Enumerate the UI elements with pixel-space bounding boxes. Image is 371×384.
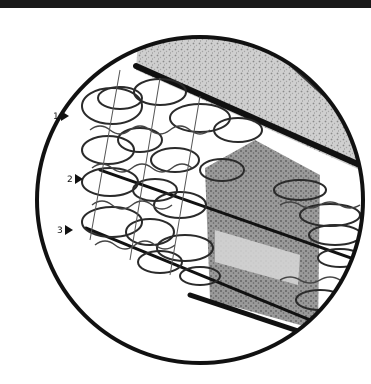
callout-label-2: 2 — [67, 175, 73, 185]
callout-label-1: 1 — [53, 112, 59, 122]
callout-label-3: 3 — [57, 226, 63, 236]
top-border-bar — [0, 0, 371, 8]
